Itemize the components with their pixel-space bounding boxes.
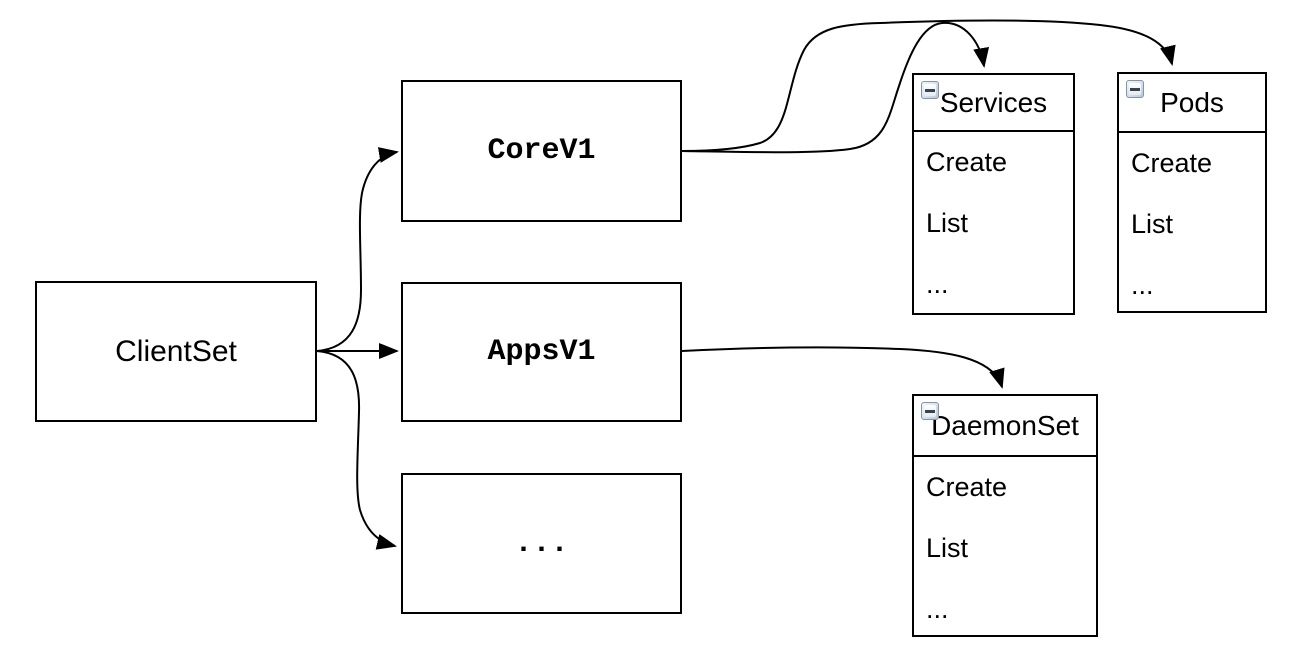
collapse-minus-icon-inner <box>1129 83 1141 95</box>
node-clientset[interactable]: ClientSet <box>35 281 317 422</box>
edge-appsv1-daemonset <box>681 346 1005 389</box>
collapse-minus-icon[interactable] <box>921 402 939 420</box>
class-title-pods: Pods <box>1160 86 1224 118</box>
collapse-minus-icon-inner <box>924 84 936 96</box>
class-body-services: Create List ... <box>914 132 1073 315</box>
method-item: List <box>1131 209 1174 239</box>
method-item: List <box>926 533 969 563</box>
collapse-minus-icon[interactable] <box>921 81 939 99</box>
node-more-groups-label: ... <box>514 526 569 561</box>
node-clientset-label: ClientSet <box>115 334 237 368</box>
class-box-services[interactable]: Services Create List ... <box>912 73 1075 315</box>
method-item: Create <box>926 472 1008 502</box>
method-item: ... <box>1131 270 1154 300</box>
node-more-groups[interactable]: ... <box>401 473 682 614</box>
class-box-daemonset[interactable]: DaemonSet Create List ... <box>912 394 1098 637</box>
edge-clientset-corev1 <box>316 147 399 352</box>
method-item: ... <box>926 269 949 299</box>
minus-glyph <box>925 88 935 92</box>
node-appsv1-label: AppsV1 <box>487 335 596 369</box>
minus-glyph <box>1130 87 1140 91</box>
class-header-daemonset: DaemonSet <box>914 396 1096 457</box>
collapse-minus-icon[interactable] <box>1126 80 1144 98</box>
class-title-daemonset: DaemonSet <box>931 409 1079 441</box>
class-header-services: Services <box>914 75 1073 132</box>
class-header-pods: Pods <box>1119 74 1265 133</box>
collapse-minus-icon-inner <box>924 405 936 417</box>
method-item: List <box>926 208 969 238</box>
node-corev1[interactable]: CoreV1 <box>401 80 682 222</box>
node-appsv1[interactable]: AppsV1 <box>401 282 682 422</box>
node-corev1-label: CoreV1 <box>487 134 596 168</box>
class-title-services: Services <box>939 86 1048 118</box>
class-box-pods[interactable]: Pods Create List ... <box>1117 72 1267 313</box>
method-item: ... <box>926 594 949 624</box>
class-body-daemonset: Create List ... <box>914 457 1096 640</box>
edge-clientset-more <box>316 350 397 550</box>
minus-glyph <box>925 409 935 413</box>
method-item: Create <box>1131 148 1213 178</box>
method-item: Create <box>926 147 1008 177</box>
class-body-pods: Create List ... <box>1119 133 1265 316</box>
